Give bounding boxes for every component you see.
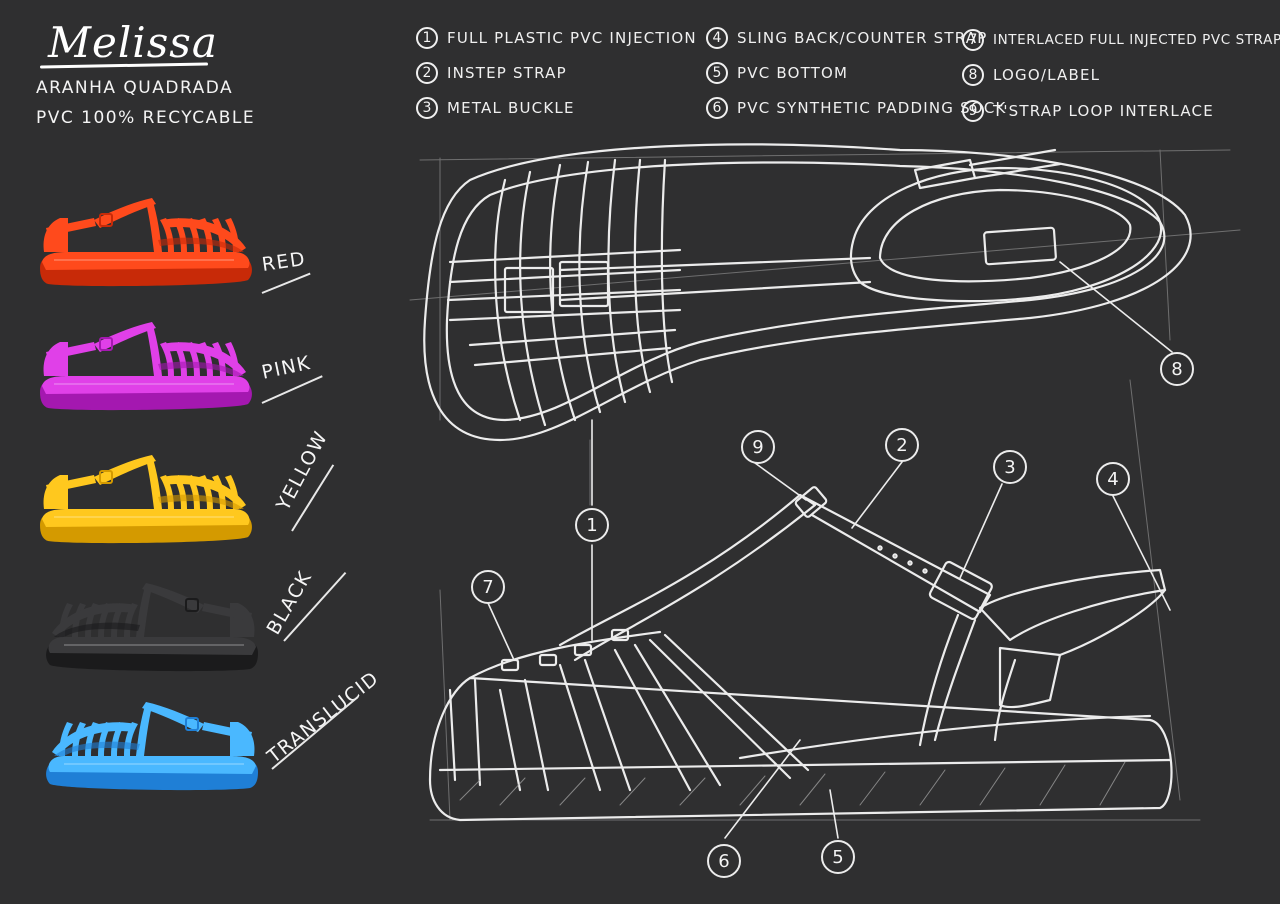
legend-number: 6 <box>706 97 728 119</box>
callout-7: 7 <box>471 570 505 604</box>
legend-text: INSTEP STRAP <box>447 64 567 82</box>
legend-text: PVC BOTTOM <box>737 64 849 82</box>
callout-3: 3 <box>993 450 1027 484</box>
leader-lines <box>487 261 1173 839</box>
side-view-instep-strap <box>798 493 992 614</box>
legend-item-4: 4 SLING BACK/COUNTER STRAP <box>706 23 987 53</box>
callout-6: 6 <box>707 844 741 878</box>
top-view-heel-strap <box>849 166 1163 303</box>
callout-1: 1 <box>575 508 609 542</box>
legend-text: PVC SYNTHETIC PADDING SOCK <box>737 99 1007 117</box>
sandal-thumbnail-translucid <box>46 702 258 791</box>
legend-item-9: 9 T'STRAP LOOP INTERLACE <box>962 96 1214 126</box>
material-note: PVC 100% RECYCABLE <box>36 108 256 128</box>
side-view-outsole <box>428 676 1173 822</box>
legend-item-6: 6 PVC SYNTHETIC PADDING SOCK <box>706 93 1007 123</box>
callout-9: 9 <box>741 430 775 464</box>
legend-item-2: 2 INSTEP STRAP <box>416 58 567 88</box>
callout-8: 8 <box>1160 352 1194 386</box>
top-view-outsole <box>423 143 1192 442</box>
legend-text: METAL BUCKLE <box>447 99 575 117</box>
legend-text: SLING BACK/COUNTER STRAP <box>737 29 988 47</box>
legend-text: INTERLACED FULL INJECTED PVC STRAPS <box>993 32 1280 48</box>
legend-item-3: 3 METAL BUCKLE <box>416 93 575 123</box>
callout-4: 4 <box>1096 462 1130 496</box>
legend-number: 4 <box>706 27 728 49</box>
callout-2: 2 <box>885 428 919 462</box>
top-view <box>423 143 1192 442</box>
side-view <box>428 486 1173 822</box>
sole-hatching <box>459 761 1126 806</box>
legend-text: LOGO/LABEL <box>993 66 1101 84</box>
side-view-buckle <box>928 560 993 621</box>
legend-number: 3 <box>416 97 438 119</box>
legend-item-1: 1 FULL PLASTIC PVC INJECTION <box>416 23 697 53</box>
construction-lines <box>409 149 1241 821</box>
legend-item-8: 8 LOGO/LABEL <box>962 60 1100 90</box>
sandal-thumbnail-yellow <box>40 455 252 544</box>
brand-logo: Melissa <box>48 18 218 67</box>
legend-number: 7 <box>962 29 984 51</box>
model-name: ARANHA QUADRADA <box>36 78 234 98</box>
legend-number: 9 <box>962 100 984 122</box>
callout-5: 5 <box>821 840 855 874</box>
sandal-thumbnail-pink <box>40 322 252 411</box>
legend-text: FULL PLASTIC PVC INJECTION <box>447 29 697 47</box>
legend-number: 8 <box>962 64 984 86</box>
legend-text: T'STRAP LOOP INTERLACE <box>993 102 1214 120</box>
top-view-logo-label <box>983 226 1057 266</box>
legend-number: 5 <box>706 62 728 84</box>
sandal-thumbnail-red <box>40 198 252 287</box>
legend-item-5: 5 PVC BOTTOM <box>706 58 848 88</box>
legend-number: 1 <box>416 27 438 49</box>
legend-number: 2 <box>416 62 438 84</box>
top-view-insole <box>445 161 1166 422</box>
sandal-thumbnail-black <box>46 583 258 672</box>
legend-item-7: 7 INTERLACED FULL INJECTED PVC STRAPS <box>962 25 1280 55</box>
side-view-heel-counter <box>978 568 1167 642</box>
side-view-sock <box>738 714 1152 760</box>
